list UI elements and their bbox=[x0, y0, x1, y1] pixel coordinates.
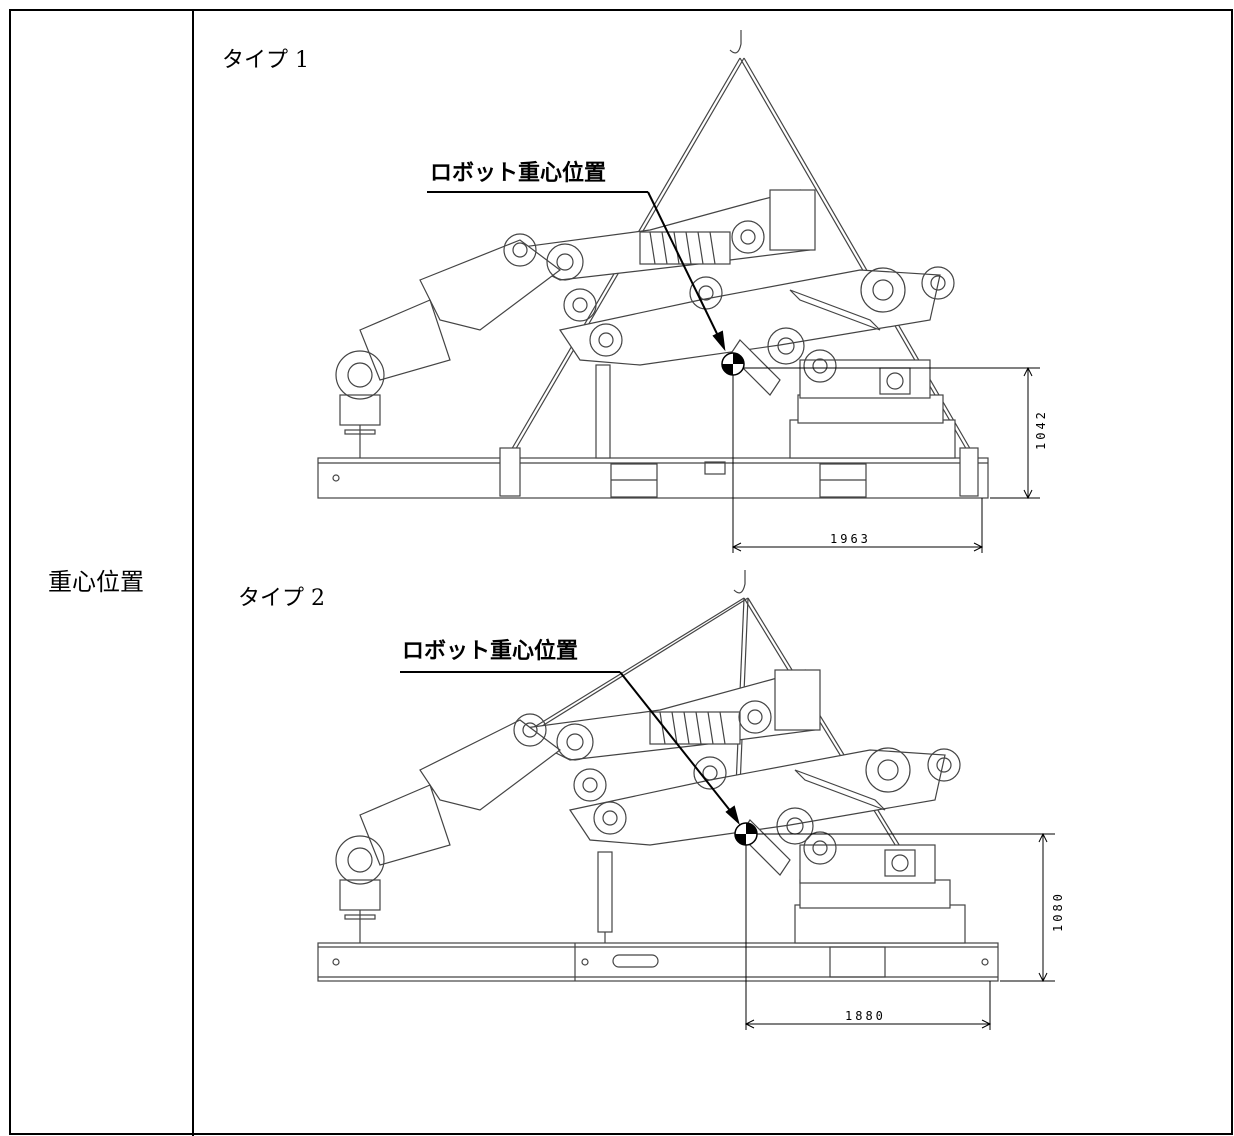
type1-dimension-lines bbox=[731, 366, 1040, 553]
type1-cog-title: ロボット重心位置 bbox=[430, 161, 607, 186]
type2-dim-vertical: 1080 bbox=[1051, 891, 1065, 932]
type2-joints bbox=[335, 700, 961, 885]
type1-leader-line bbox=[427, 191, 726, 352]
type2-cog-marker bbox=[734, 822, 758, 846]
type2-cog-title: ロボット重心位置 bbox=[402, 639, 579, 664]
type1-robot-arm bbox=[339, 189, 941, 459]
row-label-center-of-gravity: 重心位置 bbox=[48, 568, 144, 596]
type2-crane-hook bbox=[733, 570, 746, 594]
type2-leader-line bbox=[400, 671, 740, 826]
type2-dimension-lines bbox=[744, 832, 1055, 1030]
type1-pallet bbox=[317, 447, 989, 499]
type2-robot-arm bbox=[339, 669, 946, 943]
type2-robot-base bbox=[794, 844, 966, 944]
type1-crane-hook bbox=[729, 30, 742, 54]
type2-label: タイプ 2 bbox=[238, 586, 325, 611]
type1-dim-vertical: 1042 bbox=[1034, 409, 1048, 450]
type2-dim-horizontal: 1880 bbox=[845, 1009, 886, 1023]
type2-pallet bbox=[317, 942, 999, 982]
type1-label: タイプ 1 bbox=[222, 48, 309, 73]
type1-cog-marker bbox=[721, 352, 745, 376]
type1-dim-horizontal: 1963 bbox=[830, 532, 871, 546]
type1-joints bbox=[335, 220, 955, 400]
type1-robot-base bbox=[789, 359, 956, 459]
